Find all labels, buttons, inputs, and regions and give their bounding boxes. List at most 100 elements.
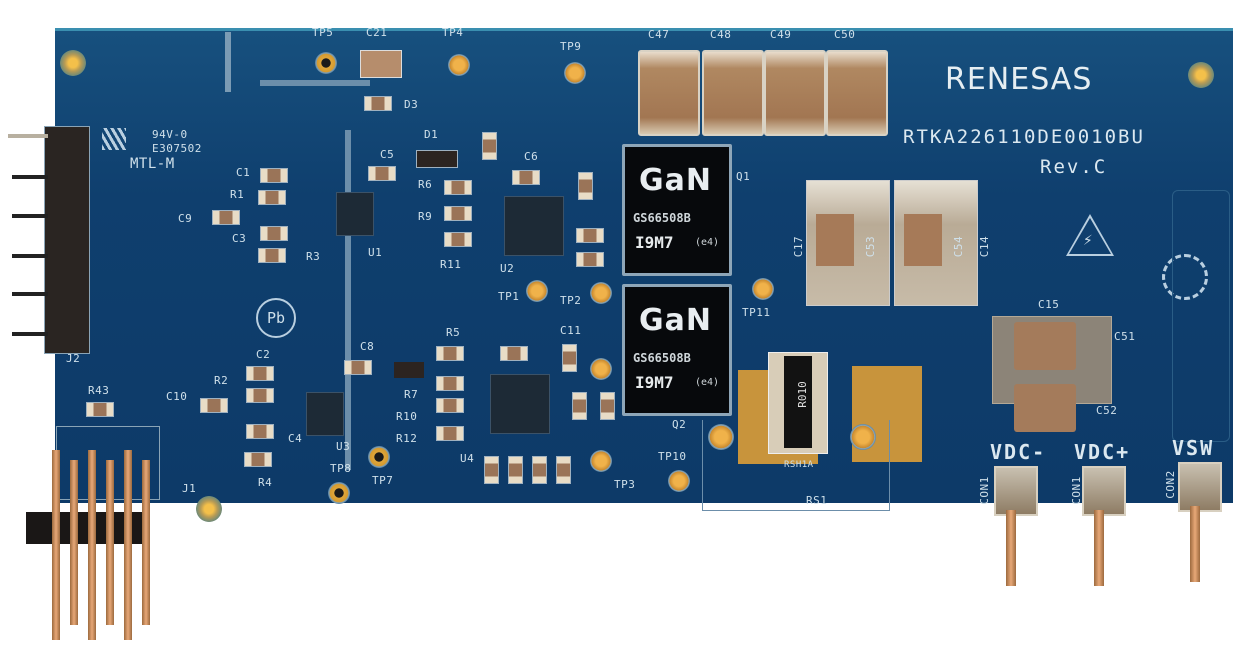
pb-free-icon: Pb	[256, 298, 296, 338]
resistor	[436, 376, 464, 391]
r12-label: R12	[396, 432, 418, 445]
tp9-label: TP9	[560, 40, 582, 53]
test-point-tp4	[448, 54, 470, 76]
mounting-hole	[60, 50, 86, 76]
capacitor	[532, 456, 547, 484]
transistor-suffix: (e4)	[695, 237, 720, 248]
resistor	[86, 402, 114, 417]
resistor	[258, 190, 286, 205]
header-pin	[12, 332, 48, 336]
vsw-label: VSW	[1172, 436, 1215, 460]
ul-rating: 94V-0	[152, 128, 188, 141]
c6-label: C6	[524, 150, 539, 163]
resistor	[436, 426, 464, 441]
r6-label: R6	[418, 178, 433, 191]
header-pin	[12, 254, 48, 258]
test-point-tp5	[315, 52, 337, 74]
tp11-label: TP11	[742, 306, 771, 319]
ul-manufacturer: MTL-M	[130, 156, 175, 172]
transistor-suffix: (e4)	[695, 377, 720, 388]
capacitor-c47	[638, 50, 700, 136]
capacitor	[368, 166, 396, 181]
resistor	[244, 452, 272, 467]
sense-via	[708, 424, 734, 450]
tp10-label: TP10	[658, 450, 687, 463]
resistor	[436, 346, 464, 361]
connector-vdc-plus[interactable]	[1082, 466, 1126, 516]
c50-label: C50	[834, 28, 856, 41]
capacitor-c48	[702, 50, 764, 136]
part-number-label: RTKA226110DE0010BU	[903, 126, 1145, 148]
c11-label: C11	[560, 324, 582, 337]
resistor	[436, 398, 464, 413]
resistor	[572, 392, 587, 420]
ic-u4	[490, 374, 550, 434]
c53-label: C53	[864, 235, 878, 258]
shunt-marking: R010	[795, 381, 809, 408]
tp3-label: TP3	[614, 478, 636, 491]
transistor-part-number: GS66508B	[633, 211, 691, 225]
esd-sensitive-icon	[1162, 254, 1208, 300]
connector-vsw[interactable]	[1178, 462, 1222, 512]
capacitor-c50	[826, 50, 888, 136]
c5-label: C5	[380, 148, 395, 161]
con2-label: CON2	[1163, 470, 1177, 499]
resistor	[600, 392, 615, 420]
tp1-label: TP1	[498, 290, 520, 303]
ic-u1	[336, 192, 374, 236]
mounting-hole	[1188, 62, 1214, 88]
capacitor	[578, 172, 593, 200]
capacitor	[512, 170, 540, 185]
gan-transistor-q1: GaN GS66508B I9M7 (e4)	[622, 144, 732, 276]
trace	[225, 32, 231, 92]
capacitor-c53	[816, 214, 854, 266]
c8-label: C8	[360, 340, 375, 353]
diode	[364, 96, 392, 111]
mounting-hole	[196, 496, 222, 522]
gan-logo: GaN	[639, 163, 712, 198]
diode	[416, 150, 458, 168]
r1-label: R1	[230, 188, 245, 201]
con1-label: CON1	[1069, 476, 1083, 505]
c4-label: C4	[288, 432, 303, 445]
diode	[394, 362, 424, 378]
r2-label: R2	[214, 374, 229, 387]
tp7-label: TP7	[372, 474, 394, 487]
c52-label: C52	[1096, 404, 1118, 417]
resistor	[444, 206, 472, 221]
r10-label: R10	[396, 410, 418, 423]
test-point-tp3	[590, 450, 612, 472]
resistor	[482, 132, 497, 160]
tp5-label: TP5	[312, 26, 334, 39]
header-pin	[12, 214, 48, 218]
capacitor	[246, 366, 274, 381]
capacitor	[246, 424, 274, 439]
j2-label: J2	[66, 352, 81, 365]
shunt-outline	[702, 420, 890, 511]
tp2-label: TP2	[560, 294, 582, 307]
test-point-tp9	[564, 62, 586, 84]
capacitor-c54	[904, 214, 942, 266]
capacitor-c52	[1014, 384, 1076, 432]
c14-label: C14	[978, 235, 992, 258]
trace	[345, 130, 351, 470]
header-pin	[8, 134, 48, 138]
ic-u3	[306, 392, 344, 436]
header-pin	[70, 460, 78, 625]
u3-label: U3	[336, 440, 351, 453]
transistor-date-code: I9M7	[635, 233, 674, 252]
transistor-part-number: GS66508B	[633, 351, 691, 365]
test-point	[590, 358, 612, 380]
gan-transistor-q2: GaN GS66508B I9M7 (e4)	[622, 284, 732, 416]
r7-label: R7	[404, 388, 419, 401]
header-pin	[88, 450, 96, 640]
shunt-body	[784, 356, 812, 448]
capacitor	[360, 50, 402, 78]
c9-label: C9	[178, 212, 193, 225]
resistor	[246, 388, 274, 403]
test-point-tp10	[668, 470, 690, 492]
connector-vdc-minus[interactable]	[994, 466, 1038, 516]
header-pin	[52, 450, 60, 640]
c3-label: C3	[232, 232, 247, 245]
c21-label: C21	[366, 26, 388, 39]
